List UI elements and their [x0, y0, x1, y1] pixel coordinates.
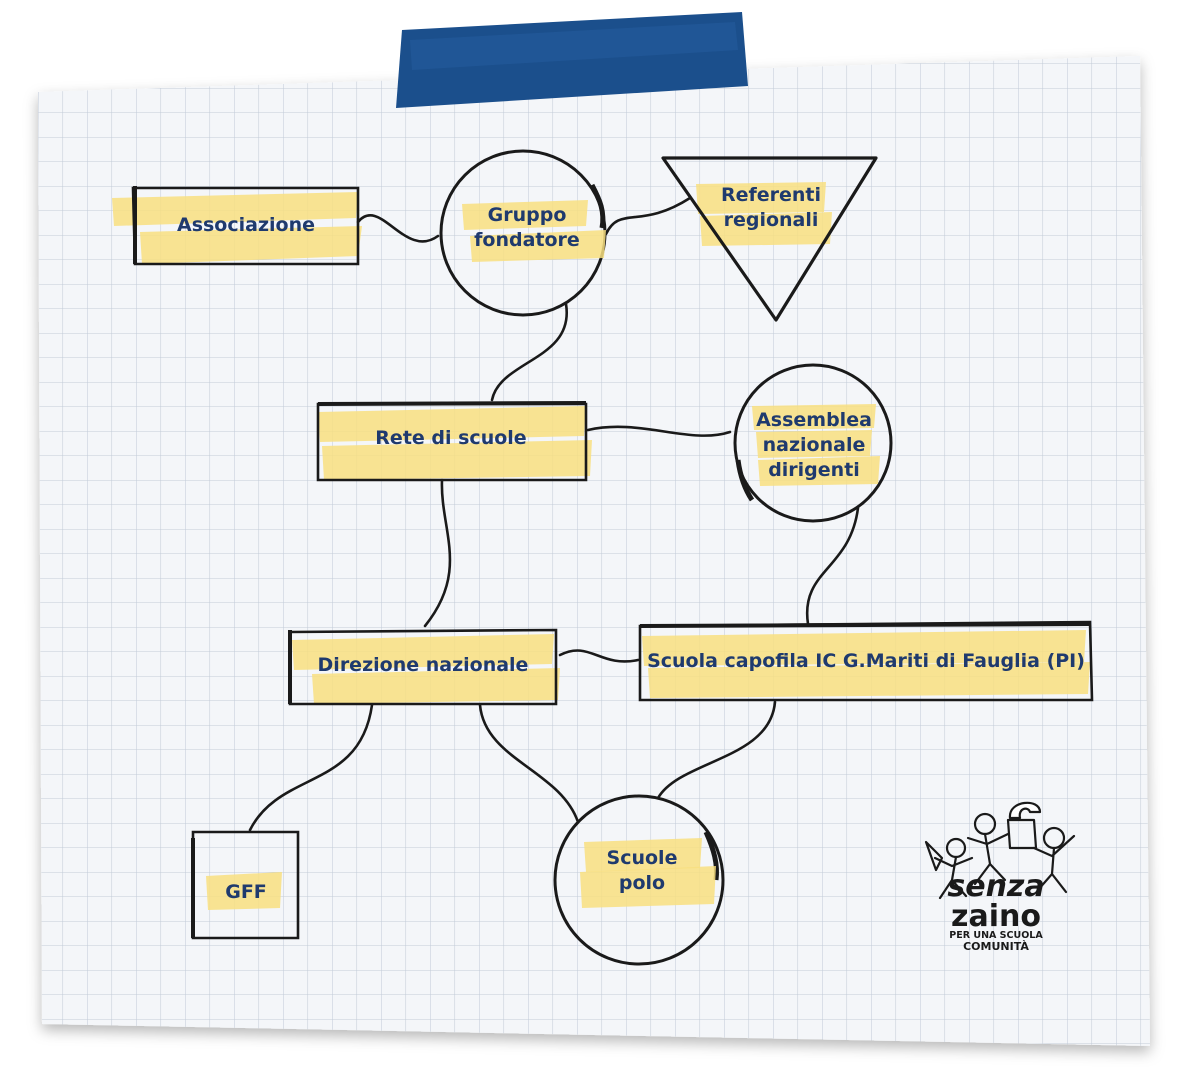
logo-tagline-2: COMUNITÀ: [963, 940, 1029, 953]
node-scuola-capofila: Scuola capofila IC G.Mariti di Fauglia (…: [638, 620, 1094, 702]
paper-sheet: [38, 56, 1150, 1046]
node-direzione-nazionale: Direzione nazionale: [288, 628, 560, 706]
label-direzione: Direzione nazionale: [318, 654, 529, 676]
node-gruppo-fondatore: Gruppo fondatore: [439, 149, 607, 317]
label-rete: Rete di scuole: [375, 427, 526, 449]
logo-senza: senza: [947, 869, 1044, 904]
label-regionali: regionali: [724, 209, 819, 231]
node-scuole-polo: Scuole polo: [553, 794, 725, 966]
label-assemblea: Assemblea: [756, 409, 872, 431]
label-dirigenti: dirigenti: [768, 459, 860, 481]
label-associazione: Associazione: [177, 214, 315, 236]
node-assemblea: Assemblea nazionale dirigenti: [733, 363, 893, 523]
logo-zaino: zaino: [951, 899, 1041, 934]
node-gff: GFF: [191, 830, 300, 940]
senza-zaino-logo: senza zaino PER UNA SCUOLA COMUNITÀ: [924, 801, 1076, 953]
node-referenti-regionali: Referenti regionali: [661, 156, 878, 322]
label-scuole: Scuole: [607, 847, 678, 869]
label-gruppo: Gruppo: [488, 204, 567, 226]
label-fondatore: fondatore: [474, 229, 580, 251]
node-associazione: Associazione: [112, 186, 362, 266]
label-referenti: Referenti: [721, 184, 821, 206]
node-rete-di-scuole: Rete di scuole: [316, 401, 592, 482]
label-nazionale: nazionale: [763, 434, 866, 456]
connectors: [248, 196, 860, 832]
logo-tagline-1: PER UNA SCUOLA: [949, 930, 1043, 941]
label-scuola-capofila: Scuola capofila IC G.Mariti di Fauglia (…: [647, 650, 1085, 672]
label-polo: polo: [619, 872, 665, 894]
label-gff: GFF: [225, 881, 267, 903]
tape-strip: [396, 12, 748, 108]
